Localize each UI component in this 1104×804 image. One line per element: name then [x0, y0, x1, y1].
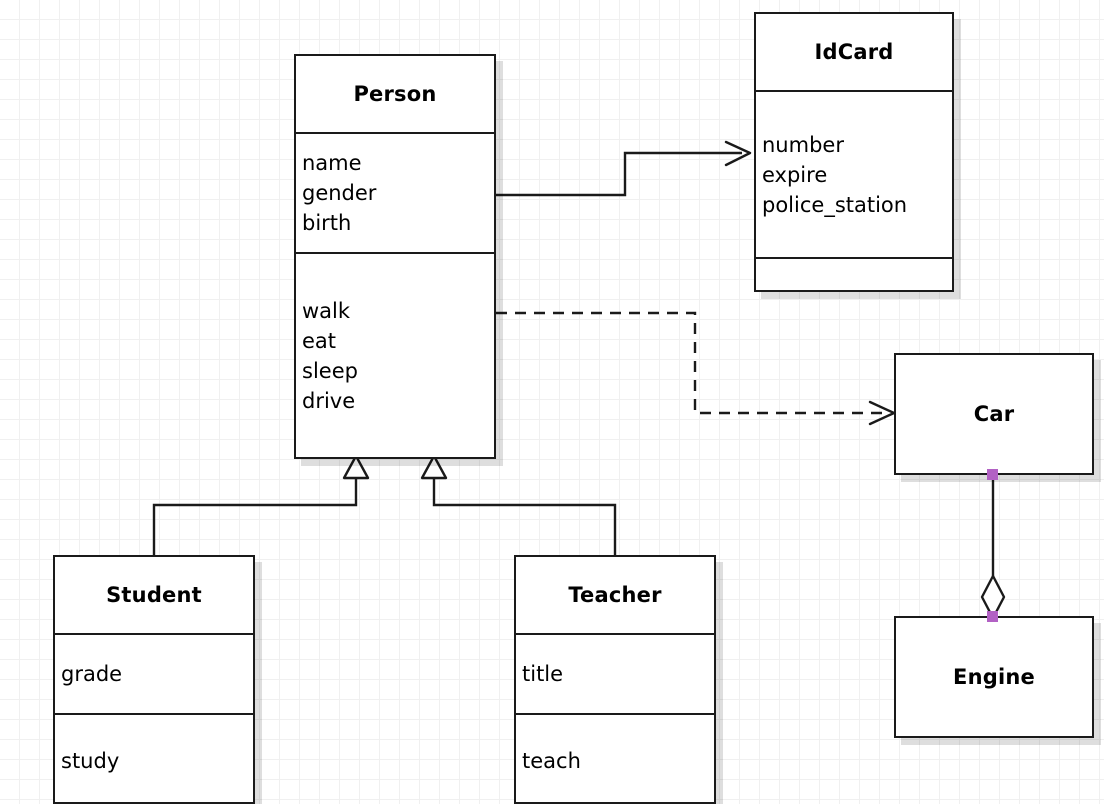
attribute-item: title [522, 662, 564, 686]
class-box-engine[interactable]: Engine [894, 616, 1094, 738]
class-name-student: Student [106, 583, 202, 607]
attributes-idcard: number expire police_station [756, 90, 952, 257]
attribute-item: police_station [762, 192, 908, 217]
method-item: eat [302, 328, 337, 353]
attribute-item: number [762, 132, 844, 157]
edge-teacher-person[interactable] [420, 454, 617, 556]
method-item: teach [522, 748, 581, 773]
attribute-item: birth [302, 211, 352, 235]
attribute-item: gender [302, 181, 377, 205]
class-box-person[interactable]: Person name gender birth walk eat sleep … [294, 54, 496, 459]
method-item: study [61, 748, 120, 773]
edge-person-idcard[interactable] [496, 140, 752, 197]
class-name-engine: Engine [953, 665, 1035, 689]
open-arrowhead-icon [868, 400, 896, 426]
edge-person-car[interactable] [496, 311, 896, 426]
class-name-idcard: IdCard [814, 40, 894, 64]
edge-car-engine[interactable] [980, 474, 1006, 620]
method-item: sleep [302, 358, 358, 383]
attribute-item: name [302, 151, 362, 175]
class-name-car: Car [973, 402, 1015, 426]
edge-handle-car-end[interactable] [987, 469, 998, 480]
attributes-student: grade [55, 633, 253, 713]
open-arrowhead-icon [724, 140, 752, 167]
methods-person: walk eat sleep drive [296, 252, 494, 457]
methods-student: study [55, 713, 253, 804]
attributes-teacher: title [516, 633, 714, 713]
attributes-person: name gender birth [296, 132, 494, 252]
class-box-car[interactable]: Car [894, 353, 1094, 475]
class-box-teacher[interactable]: Teacher title teach [514, 555, 716, 804]
edge-handle-engine-end[interactable] [987, 611, 998, 622]
method-item: drive [302, 388, 356, 413]
hollow-triangle-icon [342, 454, 370, 480]
class-name-person: Person [353, 82, 437, 106]
class-name-teacher: Teacher [568, 583, 662, 607]
method-item: walk [302, 298, 351, 323]
attribute-item: expire [762, 162, 828, 187]
methods-idcard [756, 257, 952, 294]
attribute-item: grade [61, 662, 123, 686]
methods-teacher: teach [516, 713, 714, 804]
hollow-triangle-icon [420, 454, 448, 480]
edge-student-person[interactable] [152, 454, 370, 556]
class-box-student[interactable]: Student grade study [53, 555, 255, 804]
class-box-idcard[interactable]: IdCard number expire police_station [754, 12, 954, 292]
